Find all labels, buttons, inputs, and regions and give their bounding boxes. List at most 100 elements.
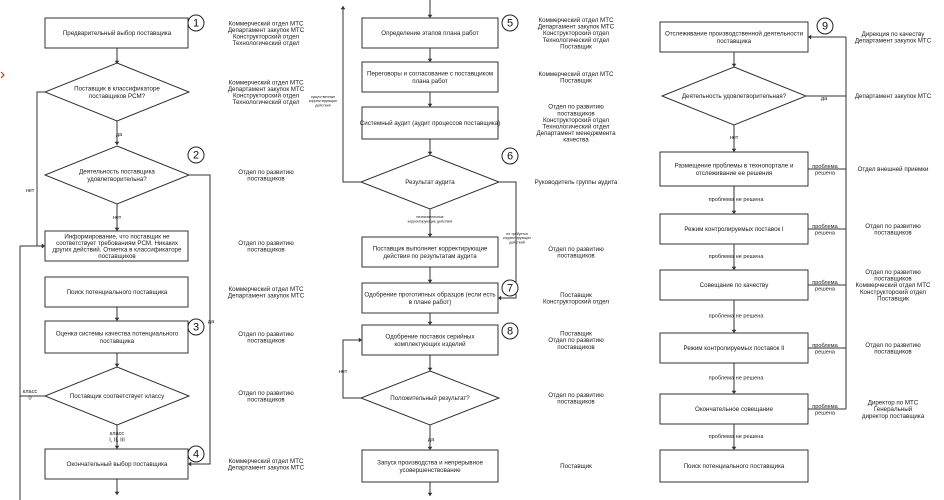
decision-class-text: Поставщик соответствует классу — [70, 393, 165, 400]
step-preliminary-choice — [44, 17, 189, 49]
arrowhead — [114, 317, 120, 321]
step-search-new-supplier-text: Поиск потенциального поставщика — [684, 463, 785, 470]
arrowhead — [427, 14, 433, 18]
step-number-4-circle — [187, 445, 205, 463]
step-final-choice — [44, 448, 189, 480]
step-controlled-supply-1-not-solved-label: проблема не решена — [709, 254, 765, 260]
connector-line — [36, 91, 45, 247]
arrowhead — [427, 446, 433, 450]
arrowhead — [427, 58, 433, 62]
arrowhead — [731, 390, 737, 394]
step-number-4: 4 — [193, 449, 199, 461]
arrowhead — [498, 295, 502, 301]
step-search-supplier — [44, 276, 189, 308]
arrowhead — [358, 337, 362, 343]
step-launch-production-resp: Поставщик — [560, 463, 592, 470]
arrowhead — [41, 243, 45, 249]
step-number-1: 1 — [193, 18, 199, 30]
step-controlled-supply-2-text: Режим контролируемых поставок II — [683, 345, 784, 352]
step-number-8-circle — [501, 322, 519, 340]
step-number-3: 3 — [193, 322, 199, 334]
step-final-meeting-not-solved-label: проблема не решена — [709, 434, 765, 440]
arrowhead — [188, 461, 192, 467]
step-number-1-circle — [187, 14, 205, 32]
step-controlled-supply-1-text: Режим контролируемых поставок I — [684, 226, 784, 233]
step-system-audit-text: Системный аудит (аудит процессов поставщ… — [360, 120, 500, 127]
step-technoportal-not-solved-label: проблема не решена — [709, 197, 765, 203]
arrowhead — [340, 6, 346, 10]
step-final-meeting-text: Окончательное совещание — [695, 406, 773, 413]
step-assess-quality — [44, 320, 189, 354]
arrowhead — [731, 148, 737, 152]
step-number-9-circle — [816, 17, 834, 35]
step-final-choice-text: Окончательный выбор поставщика — [67, 461, 168, 468]
arrowhead — [731, 446, 737, 450]
decision-audit-result-resp: Руководитель группы аудита — [535, 179, 618, 186]
step-approve-prototypes-text: Одобрение прототипных образцов (если ест… — [364, 292, 495, 306]
arrowhead — [114, 141, 120, 145]
step-number-5: 5 — [507, 18, 513, 30]
step-define-stages-text: Определение этапов плана работ — [381, 30, 479, 37]
step-preliminary-choice-text: Предварительный выбор поставщика — [63, 30, 172, 37]
arrowhead — [427, 367, 433, 371]
connector-line — [188, 174, 211, 465]
step-number-2-circle — [187, 146, 205, 164]
step-number-5-circle — [501, 14, 519, 32]
connector-line — [342, 339, 362, 399]
arrowhead — [427, 321, 433, 325]
arrowhead — [427, 103, 433, 107]
arrowhead — [114, 60, 120, 64]
step-controlled-supply-2-not-solved-label: проблема не решена — [709, 376, 765, 382]
step-number-7: 7 — [507, 283, 513, 295]
step-search-new-supplier — [659, 449, 809, 483]
arrowhead — [114, 227, 120, 231]
arrowhead — [114, 445, 120, 449]
label-yes-1: да — [116, 132, 123, 138]
step-approve-serial — [361, 324, 499, 356]
step-monitor-production-text: Отслеживание производственной деятельнос… — [665, 31, 804, 45]
step-number-6: 6 — [507, 151, 513, 163]
connector-line — [342, 6, 361, 183]
step-quality-meeting — [659, 269, 809, 301]
step-define-stages — [361, 17, 499, 49]
decision-positive-result-text: Положительный результат? — [390, 395, 470, 402]
step-number-3-circle — [187, 318, 205, 336]
decision-activity-ok-text: Деятельность удовлетворительная? — [682, 93, 787, 100]
step-negotiate-plan — [361, 61, 499, 93]
label-yes-2: да — [208, 319, 215, 325]
decision-audit-result-text: Результат аудита — [405, 179, 455, 186]
step-number-7-circle — [501, 279, 519, 297]
